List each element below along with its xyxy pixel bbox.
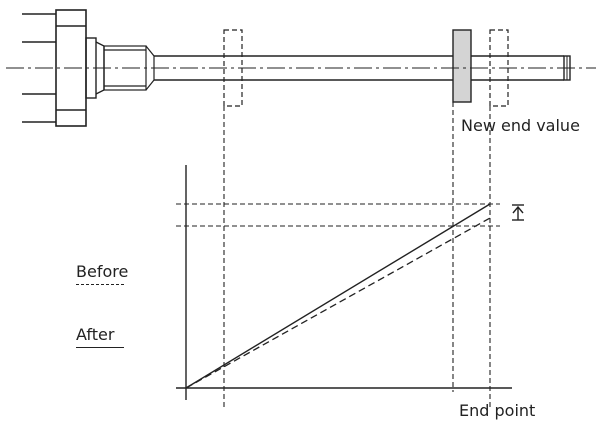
- end-point-label: End point: [459, 401, 536, 420]
- curve-before: [185, 217, 491, 389]
- new-end-value-label: New end value: [461, 116, 580, 135]
- legend-before-label: Before: [76, 262, 129, 281]
- projection-lines: [223, 102, 491, 408]
- legend-before-line: [76, 284, 124, 285]
- reference-lines: [176, 203, 500, 227]
- float-new-end: [452, 29, 472, 103]
- legend-after-line: [76, 347, 124, 348]
- curve-after: [185, 203, 491, 389]
- graph: [176, 165, 524, 400]
- mounting-lines: [22, 13, 56, 123]
- sensor-drawing: [6, 9, 596, 127]
- up-arrow-icon: [512, 204, 524, 221]
- legend-after-label: After: [76, 325, 115, 344]
